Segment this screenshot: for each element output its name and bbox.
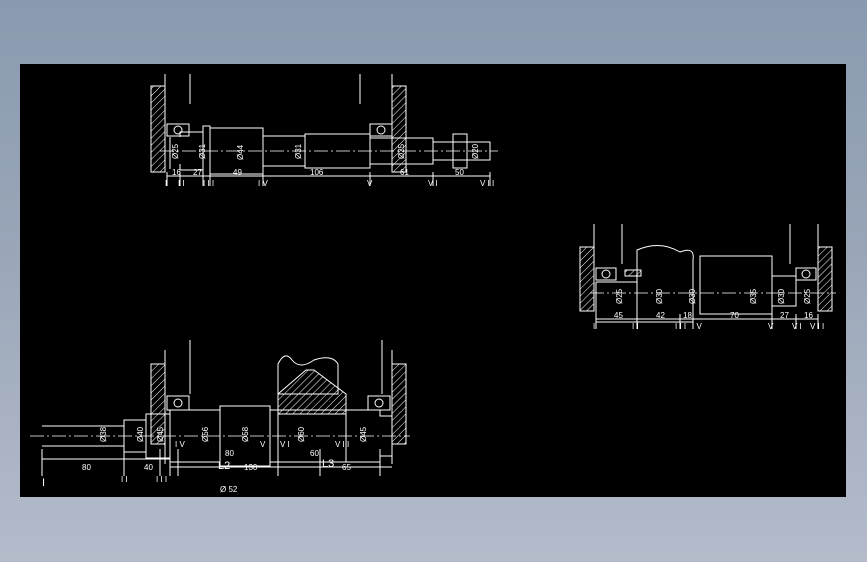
shaft-2-sec-7: V I I xyxy=(810,322,824,331)
shaft-2-dia-4: Ø35 xyxy=(749,288,758,304)
shaft-3-dia-1: Ø38 xyxy=(99,426,108,442)
shaft-1-len-4: 106 xyxy=(310,168,324,177)
right-housing-wall xyxy=(817,246,833,312)
shaft-3-sec-5: V xyxy=(260,440,266,449)
shaft-1-len-1: 16 xyxy=(172,168,181,177)
shaft-2-sec-4: I V xyxy=(692,322,702,331)
shaft-1-len-3: 49 xyxy=(233,168,242,177)
shaft-1-sec-1: I xyxy=(165,179,167,188)
shaft-3-dia-7: Ø45 xyxy=(359,426,368,442)
shaft-3-len-4: 130 xyxy=(244,463,258,472)
shaft-1-drawing: Ø25 Ø31 Ø44 Ø31 Ø25 Ø20 16 27 49 106 61 … xyxy=(150,74,498,188)
shaft-1-len-2: 27 xyxy=(193,168,202,177)
shaft-3-len-1: 80 xyxy=(82,463,91,472)
shaft-1-sec-4: I V xyxy=(258,179,268,188)
shaft-2-dia-5: Ø30 xyxy=(777,288,786,304)
shaft-3-extra-dia: Ø 52 xyxy=(220,485,238,494)
shaft-1-dia-2: Ø31 xyxy=(198,143,207,159)
shaft-1-len-5: 61 xyxy=(400,168,409,177)
shaft-3-len-6: 65 xyxy=(342,463,351,472)
left-bearing xyxy=(166,395,190,411)
shaft-3-sec-2: I I xyxy=(121,475,128,484)
shaft-3-label-l3: L3 xyxy=(322,458,334,470)
shaft-3-len-3: 80 xyxy=(225,449,234,458)
shaft-1-dia-1: Ø25 xyxy=(171,143,180,159)
shaft-1-dia-4: Ø31 xyxy=(294,143,303,159)
shaft-2-ticks xyxy=(595,314,819,329)
shaft-1-sec-6: V I xyxy=(428,179,438,188)
shaft-2-sec-2: I I xyxy=(632,322,639,331)
shaft-2-sec-5: V xyxy=(768,322,774,331)
shaft-3-len-2: 40 xyxy=(144,463,153,472)
shaft-1-dia-6: Ø20 xyxy=(471,143,480,159)
shaft-1-sec-7: V I I xyxy=(480,179,494,188)
shaft-3-sec-7: V I I xyxy=(335,440,349,449)
shaft-1-sec-5: V xyxy=(367,179,373,188)
cad-drawing: Ø25 Ø31 Ø44 Ø31 Ø25 Ø20 16 27 49 106 61 … xyxy=(30,74,836,494)
shaft-1-dia-3: Ø44 xyxy=(236,144,245,160)
shaft-2-dia-3: Ø30 xyxy=(688,288,697,304)
shaft-3-len-5: 60 xyxy=(310,449,319,458)
shaft-2-dia-1: Ø25 xyxy=(615,288,624,304)
shaft-2-dia-6: Ø25 xyxy=(803,288,812,304)
right-housing-wall xyxy=(391,363,407,445)
view-mark: I xyxy=(42,477,45,489)
left-housing-wall xyxy=(150,85,166,173)
shaft-3-sec-3: I I I xyxy=(156,475,167,484)
shaft-2-len-1: 45 xyxy=(614,311,623,320)
shaft-3-dia-5: Ø58 xyxy=(241,426,250,442)
shaft-2-len-6: 16 xyxy=(804,311,813,320)
shaft-3-sec-4: I V xyxy=(175,440,185,449)
shaft-1-dia-5: Ø25 xyxy=(397,143,406,159)
right-bearing xyxy=(367,395,391,411)
shaft-3-dia-4: Ø56 xyxy=(201,426,210,442)
shaft-2-dia-2: Ø30 xyxy=(655,288,664,304)
shaft-2-len-5: 27 xyxy=(780,311,789,320)
shaft-2-sec-3: I I I xyxy=(675,322,686,331)
right-bearing xyxy=(795,267,817,281)
shaft-3-drawing: Ø38 Ø40 Ø45 Ø56 Ø58 Ø60 Ø45 80 40 80 130… xyxy=(30,340,410,494)
shaft-3-ticks xyxy=(41,449,381,476)
cad-drawing-canvas[interactable]: Ø25 Ø31 Ø44 Ø31 Ø25 Ø20 16 27 49 106 61 … xyxy=(20,64,846,497)
shaft-2-drawing: Ø25 Ø30 Ø30 Ø35 Ø30 Ø25 45 42 18 70 27 1… xyxy=(579,224,836,331)
shaft-1-ticks xyxy=(166,172,491,186)
shaft-2-len-4: 70 xyxy=(730,311,739,320)
shaft-3-dia-3: Ø45 xyxy=(156,426,165,442)
shaft-3-dia-2: Ø40 xyxy=(136,426,145,442)
shaft-2-len-3: 18 xyxy=(683,311,692,320)
shaft-3-label-l2: L2 xyxy=(218,460,230,472)
shaft-1-sec-2: I I xyxy=(178,179,185,188)
shaft-3-dia-6: Ø60 xyxy=(297,426,306,442)
shaft-2-sec-1: I xyxy=(593,322,595,331)
shaft-2-len-2: 42 xyxy=(656,311,665,320)
left-bearing xyxy=(595,267,617,281)
shaft-1-sec-3: I I I xyxy=(203,179,214,188)
left-bearing xyxy=(166,123,190,137)
shaft-1-len-6: 50 xyxy=(455,168,464,177)
shaft-2-sec-6: V I xyxy=(792,322,802,331)
right-bearing xyxy=(369,123,393,137)
shaft-3-sec-6: V I xyxy=(280,440,290,449)
left-housing-wall xyxy=(579,246,595,312)
